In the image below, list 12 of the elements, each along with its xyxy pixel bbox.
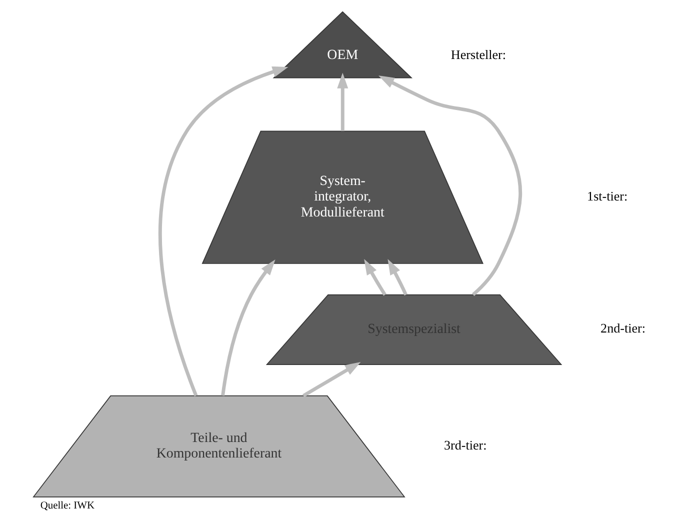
arrow bbox=[158, 66, 288, 396]
arrow bbox=[221, 260, 276, 396]
label: Hersteller: bbox=[450, 46, 506, 62]
label: 1st-tier: bbox=[587, 188, 628, 204]
arrow bbox=[364, 259, 386, 296]
arrow bbox=[388, 259, 408, 296]
caption: Quelle: IWK bbox=[40, 500, 95, 512]
arrow bbox=[337, 72, 348, 132]
arrow bbox=[302, 362, 361, 398]
arrow bbox=[378, 76, 522, 296]
label: 2nd-tier: bbox=[600, 320, 646, 336]
label: 3rd-tier: bbox=[444, 437, 487, 452]
